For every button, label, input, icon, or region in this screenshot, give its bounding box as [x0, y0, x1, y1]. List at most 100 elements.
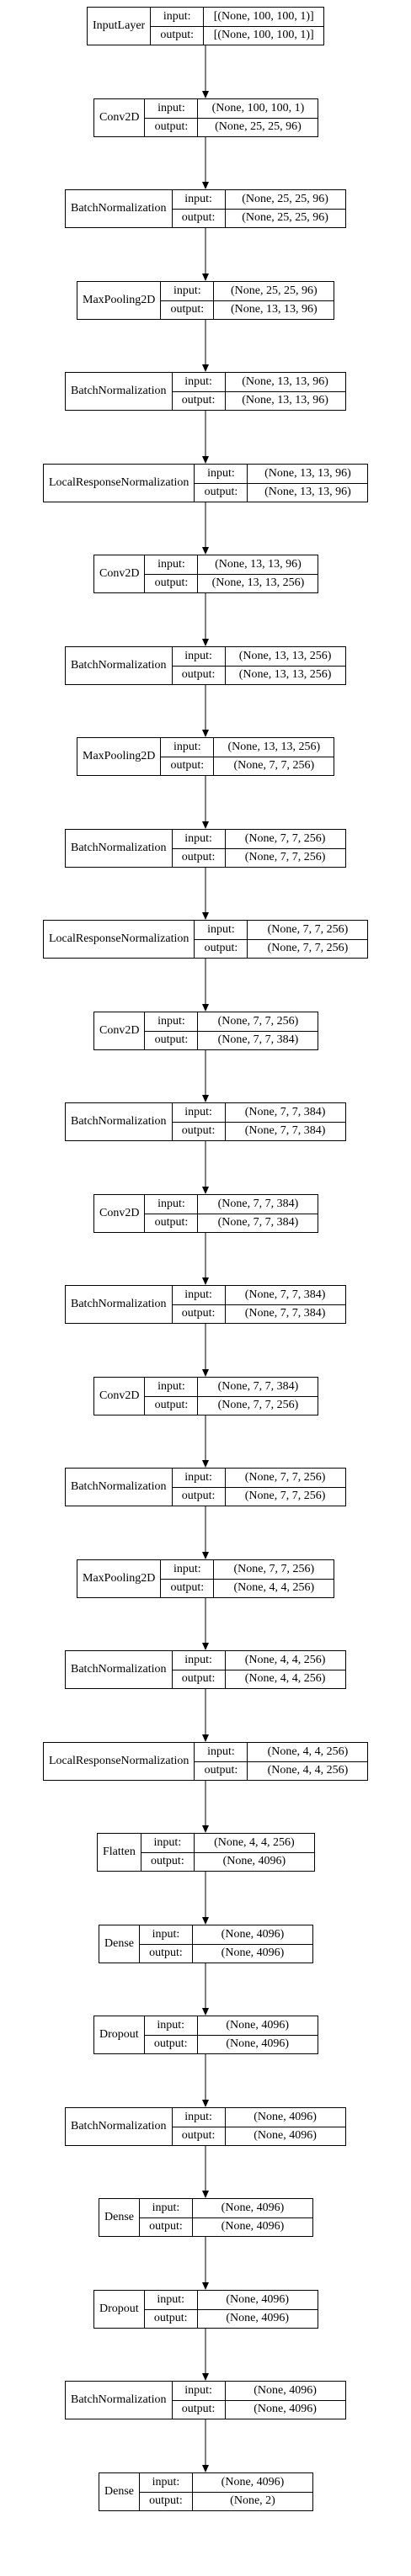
arrowhead — [202, 1004, 209, 1012]
arrowhead — [202, 1825, 209, 1833]
output-shape: (None, 2) — [230, 2494, 275, 2508]
layer-type: InputLayer — [88, 8, 152, 45]
arrowhead — [202, 2465, 209, 2472]
input-row: input:(None, 7, 7, 384) — [145, 1195, 318, 1214]
layer-io-table: input:(None, 7, 7, 256)output:(None, 7, … — [172, 1469, 345, 1506]
layer-type: LocalResponseNormalization — [44, 921, 195, 958]
input-shape: (None, 7, 7, 384) — [244, 1288, 326, 1301]
layer-io-table: input:(None, 4096)output:(None, 4096) — [140, 2199, 312, 2236]
output-row: output:(None, 7, 7, 256) — [172, 847, 345, 867]
output-shape: (None, 7, 7, 256) — [233, 759, 315, 773]
output-shape: (None, 4096) — [221, 1947, 285, 1960]
output-shape: (None, 13, 13, 96) — [242, 394, 328, 407]
output-row: output:(None, 4, 4, 256) — [161, 1578, 334, 1597]
output-shape: (None, 13, 13, 256) — [211, 576, 305, 590]
layer-type: MaxPooling2D — [77, 1560, 162, 1597]
layer-type: BatchNormalization — [66, 1286, 173, 1323]
input-label: input: — [151, 8, 205, 26]
input-shape: (None, 7, 7, 384) — [217, 1197, 299, 1210]
input-label: input: — [173, 2108, 226, 2127]
layer-io-table: input:(None, 7, 7, 256)output:(None, 7, … — [195, 921, 368, 958]
layer-io-table: input:(None, 13, 13, 256)output:(None, 7… — [161, 738, 334, 775]
layer-io-table: input:(None, 4096)output:(None, 4096) — [144, 2291, 318, 2328]
output-row: output: (None, 7, 7, 256) — [145, 1395, 318, 1415]
output-label: output: — [140, 2492, 193, 2510]
input-shape: (None, 7, 7, 384) — [217, 1379, 299, 1393]
input-row: input:(None, 13, 13, 96) — [195, 465, 367, 483]
input-label: input: — [145, 1378, 199, 1396]
input-label: input: — [173, 1103, 226, 1122]
input-label: input: — [141, 1834, 195, 1852]
output-row: output:(None, 4096) — [144, 2308, 318, 2328]
input-shape: (None, 25, 25, 96) — [231, 284, 318, 297]
output-row: output:(None, 7, 7, 384) — [172, 1304, 345, 1323]
input-label: input: — [173, 373, 226, 391]
output-shape: (None, 13, 13, 96) — [231, 303, 318, 316]
layer-io-table: input:(None, 4096)output:(None, 4096) — [140, 1925, 312, 1963]
input-shape: (None, 4096) — [226, 2292, 289, 2306]
input-shape: (None, 4, 4, 256) — [214, 1835, 295, 1849]
layer-type: MaxPooling2D — [77, 282, 162, 319]
input-label: input: — [140, 2199, 193, 2217]
layer-type: Dense — [99, 2199, 140, 2236]
output-row: output: (None, 7, 7, 256) — [161, 756, 334, 775]
output-label: output: — [161, 757, 215, 775]
output-label: output: — [145, 1214, 199, 1232]
input-row: input:(None, 4096) — [140, 2199, 312, 2217]
output-shape: (None, 7, 7, 256) — [267, 942, 349, 955]
input-row: input:(None, 7, 7, 256) — [161, 1560, 334, 1579]
arrowhead — [202, 1095, 209, 1102]
layer-io-table: input:(None, 13, 13, 96)output:(None, 13… — [172, 373, 345, 410]
output-row: output:(None, 7, 7, 256) — [172, 1486, 345, 1506]
layer-type: MaxPooling2D — [77, 738, 162, 775]
layer-type: Conv2D — [94, 555, 146, 592]
output-label: output: — [173, 1487, 226, 1506]
input-shape: (None, 7, 7, 256) — [217, 1014, 299, 1028]
output-shape: (None, 7, 7, 256) — [244, 851, 326, 864]
input-shape: (None, 7, 7, 256) — [244, 1470, 326, 1484]
input-row: input:(None, 4, 4, 256) — [195, 1743, 367, 1761]
arrowhead — [202, 2282, 209, 2290]
output-row: output:(None, 4096) — [172, 2126, 345, 2145]
input-shape: (None, 4096) — [221, 2475, 285, 2488]
input-row: input:(None, 25, 25, 96) — [173, 190, 345, 209]
input-row: input:(None, 7, 7, 256) — [145, 1012, 318, 1031]
output-shape: (None, 25, 25, 96) — [215, 120, 302, 134]
arrowhead — [202, 1277, 209, 1285]
output-label: output: — [195, 1761, 248, 1780]
output-shape: (None, 7, 7, 256) — [217, 1399, 299, 1412]
output-shape: [(None, 100, 100, 1)] — [213, 29, 314, 42]
output-label: output: — [141, 1852, 195, 1871]
input-row: input:(None, 13, 13, 96) — [173, 373, 345, 391]
arrowhead — [202, 1552, 209, 1559]
layer-type: Conv2D — [94, 99, 146, 136]
output-shape: (None, 25, 25, 96) — [242, 211, 328, 225]
input-shape: (None, 4096) — [221, 1927, 285, 1941]
arrowhead — [202, 2100, 209, 2107]
output-label: output: — [195, 939, 248, 958]
input-label: input: — [173, 830, 226, 848]
input-row: input: [(None, 100, 100, 1)] — [151, 8, 323, 26]
input-label: input: — [195, 921, 248, 939]
output-shape: (None, 4096) — [254, 2129, 317, 2143]
input-shape: [(None, 100, 100, 1)] — [213, 9, 314, 23]
input-shape: (None, 4, 4, 256) — [267, 1745, 349, 1758]
layer-type: Dense — [99, 2473, 140, 2510]
arrowhead — [202, 2191, 209, 2198]
output-shape: (None, 4096) — [226, 2037, 289, 2051]
output-row: output:(None, 4096) — [172, 2399, 345, 2419]
layer-io-table: input:(None, 7, 7, 384)output:(None, 7, … — [172, 1103, 345, 1140]
input-label: input: — [173, 1651, 226, 1670]
output-label: output: — [145, 1396, 199, 1415]
input-label: input: — [140, 2473, 193, 2492]
output-shape: (None, 4096) — [221, 2220, 285, 2233]
layer-io-table: input:(None, 13, 13, 96)output:(None, 13… — [195, 465, 368, 502]
